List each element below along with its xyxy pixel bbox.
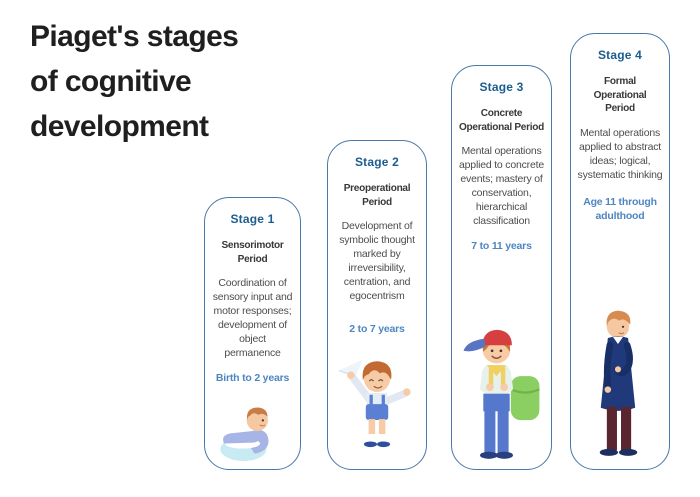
stage-2-label: Stage 2 (354, 155, 400, 169)
stage-2-age-range: 2 to 7 years (349, 323, 405, 336)
stage-2-description: Development of symbolic thought marked b… (339, 220, 415, 302)
stage-1-age-range: Birth to 2 years (215, 372, 290, 385)
school-child-with-backpack-illustration (463, 329, 540, 459)
stage-4-label: Stage 4 (597, 48, 643, 62)
stage-1-label: Stage 1 (230, 212, 275, 226)
baby-with-bowl-illustration (220, 407, 269, 462)
stage-4-age-range: Age 11 through adulthood (583, 196, 657, 222)
stage-3-description: Mental operations applied to concrete ev… (459, 145, 544, 227)
toddler-with-paper-airplane-illustration (338, 359, 411, 448)
stage-1-description: Coordination of sensory input and motor … (212, 277, 293, 359)
adolescent-illustration (599, 310, 638, 456)
stage-3-age-range: 7 to 11 years (471, 240, 532, 253)
stage-4-description: Mental operations applied to abstract id… (577, 126, 663, 181)
stage-3-label: Stage 3 (479, 80, 524, 94)
